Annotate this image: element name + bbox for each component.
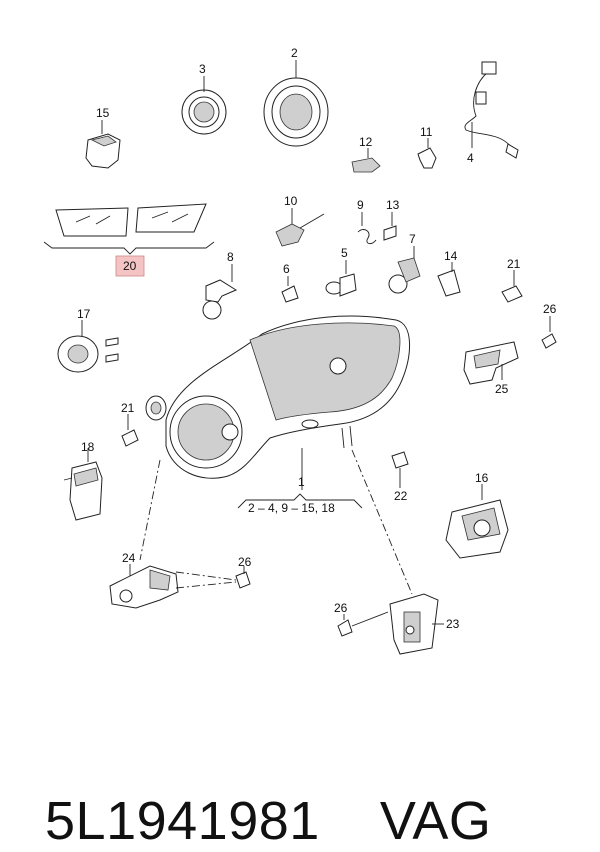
callout-26-top: 26 (543, 302, 557, 316)
callout-15: 15 (96, 106, 110, 120)
part-3-ring (181, 89, 227, 135)
callout-3: 3 (199, 62, 206, 76)
callout-17: 17 (77, 307, 91, 321)
brand-name: VAG (379, 791, 492, 851)
part-24-bracket (109, 565, 179, 609)
part-15-cap (85, 133, 121, 169)
part-21-screw-right (501, 285, 523, 303)
callout-2: 2 (291, 46, 298, 60)
part-12-clip (351, 157, 381, 173)
part-22-screw (391, 451, 409, 469)
part-18-motor (63, 461, 103, 521)
part-1-headlight-housing (165, 315, 411, 479)
callout-6: 6 (283, 262, 290, 276)
callout-22: 22 (394, 489, 408, 503)
group-note-part-1: 2 – 4, 9 – 15, 18 (248, 501, 335, 515)
callout-13: 13 (386, 198, 400, 212)
part-23-mount (389, 593, 439, 655)
callout-21-left: 21 (121, 401, 135, 415)
callout-1: 1 (298, 475, 305, 489)
callout-7: 7 (409, 232, 416, 246)
callout-12: 12 (359, 135, 373, 149)
part-17-cover (57, 335, 119, 373)
callout-10: 10 (284, 194, 298, 208)
callout-11: 11 (420, 125, 433, 139)
part-number-footer: 5L1941981 VAG (14, 728, 594, 851)
callout-5: 5 (341, 246, 348, 260)
part-5-bulb (325, 273, 357, 297)
part-21-screw-left (121, 429, 139, 447)
part-26-screw-top (541, 333, 557, 349)
part-number: 5L1941981 (45, 791, 320, 851)
part-26-screw-bottom (337, 619, 353, 637)
callout-4: 4 (467, 151, 474, 165)
part-9-spring-clip (357, 229, 377, 245)
part-14-seal (437, 269, 461, 297)
callout-16: 16 (475, 471, 489, 485)
part-6-small-bulb (281, 285, 299, 303)
part-8-bulb (202, 279, 238, 320)
part-25-bracket (463, 341, 519, 385)
callout-21-right: 21 (507, 257, 521, 271)
callout-14: 14 (444, 249, 458, 263)
part-4-wiring (464, 61, 519, 159)
callout-23: 23 (446, 617, 460, 631)
parts-diagram: 15 3 2 4 12 11 20 (43, 46, 557, 655)
callout-20-highlight (115, 255, 145, 277)
part-20-lens-covers (55, 203, 207, 237)
part-2-large-ring (263, 77, 329, 147)
part-adjuster-plug (145, 395, 167, 421)
callout-8: 8 (227, 250, 234, 264)
part-13-screw (383, 225, 397, 241)
callout-20: 20 (123, 259, 137, 273)
part-26-screw-middle (235, 571, 251, 589)
callout-9: 9 (357, 198, 364, 212)
part-11-connector (417, 147, 437, 169)
callout-18: 18 (81, 440, 95, 454)
callout-24: 24 (122, 551, 136, 565)
callout-26-middle: 26 (238, 555, 252, 569)
part-16-control-unit (445, 499, 509, 559)
part-10-adjuster (275, 213, 325, 247)
callout-26-bottom: 26 (334, 601, 348, 615)
part-7-bulb-holder (388, 257, 421, 294)
callout-25: 25 (495, 382, 509, 396)
